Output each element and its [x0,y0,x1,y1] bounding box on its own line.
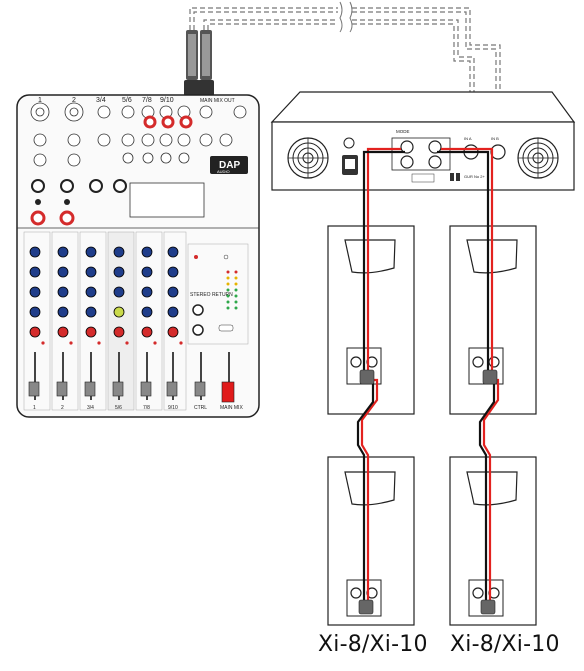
ch-label-9-10: 9/10 [160,97,174,104]
mixer-channel-numbers: 1 2 3/4 5/6 7/8 9/10 MAIN MIX OUT [38,97,235,104]
mixer-green-knob [113,306,125,318]
brand-sub-text: AUDIO [217,169,230,174]
main-out-label: MAIN MIX OUT [200,98,235,104]
mixer-faders [28,352,235,403]
ch-label-2: 2 [72,97,76,104]
xlr-plugs-mixer [184,30,214,96]
amp-mode-label: MODE [396,129,410,134]
mixer-pan-knobs [29,326,179,338]
brand-text: DAP [219,160,240,171]
mixer-right-section: STEREO RETURN [187,243,249,345]
bottom-label-3: 3/4 [87,405,94,411]
bottom-label-2: 2 [61,405,64,411]
cable-break-marks [339,1,353,33]
dap-logo: DAP AUDIO [210,156,248,174]
bottom-label-4: 5/6 [115,405,122,411]
speaker-top-left [327,225,415,415]
speaker-cable-left [356,147,405,612]
mixer-level-meter [226,270,238,310]
bottom-label-6: 9/10 [168,405,178,411]
mixer-rca-red [143,115,193,129]
mixer-rca-row [122,152,190,164]
bottom-label-5: 7/8 [143,405,150,411]
speakon-outputs [391,137,451,171]
ch-label-7-8: 7/8 [142,97,152,104]
amp-switches: GUR No 2+ [411,173,485,183]
mixer-inputs [30,102,247,167]
speaker-bottom-left [327,456,415,626]
xlr-cables [189,7,501,110]
mixer-channel-strips [23,231,187,411]
speaker-caption-left: Xi-8/Xi-10 [318,632,428,657]
amp-switch-label: GUR No 2+ [464,174,485,179]
power-inlet [342,137,358,175]
fan-left [287,137,329,179]
speaker-cable-right [437,147,500,612]
bottom-label-main: MAIN MIX [220,405,243,411]
mixer-clip-leds [41,341,183,345]
speaker-caption-right: Xi-8/Xi-10 [450,632,560,657]
bottom-label-ctrl: CTRL [194,405,207,411]
speaker-plugs [358,369,498,615]
mixer-display [129,182,205,218]
ch-label-5-6: 5/6 [122,97,132,104]
stereo-return-label: STEREO RETURN [190,292,233,298]
amplifier: MODE IN A IN B GUR No 2+ [270,91,576,191]
bottom-label-1: 1 [33,405,36,411]
ch-label-3-4: 3/4 [96,97,106,104]
fan-right [517,137,559,179]
ch-label-1: 1 [38,97,42,104]
amp-in-b-label: IN B [491,136,499,141]
mixer-gain-knobs [30,179,127,226]
speaker-bottom-right [449,456,537,626]
mixer-bottom-labels: 1 2 3/4 5/6 7/8 9/10 CTRL MAIN MIX [33,405,243,411]
amp-in-a-label: IN A [464,136,472,141]
mixer-eq-knobs [29,246,179,318]
mixer: 1 2 3/4 5/6 7/8 9/10 MAIN MIX OUT DAP AU… [16,94,260,418]
